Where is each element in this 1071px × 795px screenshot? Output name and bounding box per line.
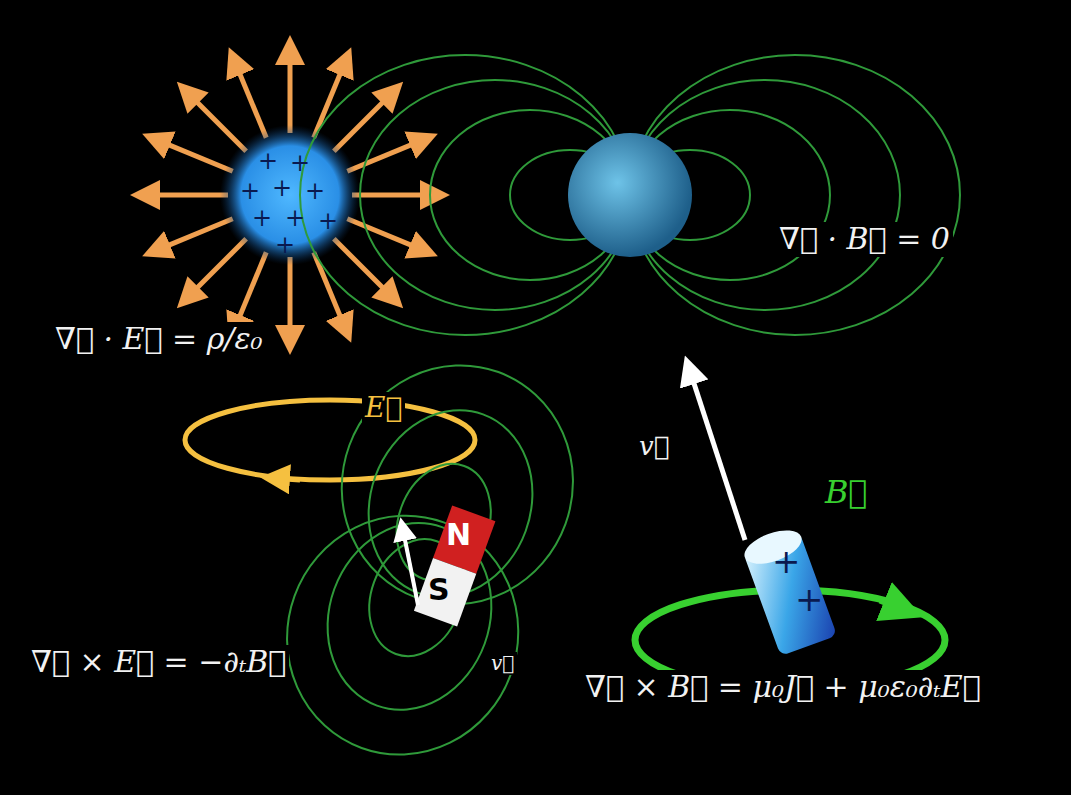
magnet-field-lines <box>254 333 607 788</box>
field-arrow <box>347 138 428 172</box>
charge-blob <box>220 125 360 265</box>
magnet-velocity-arrow <box>402 525 418 605</box>
field-arrow <box>347 219 428 253</box>
velocity-label: v⃗ <box>636 432 672 462</box>
charge-sign: + <box>795 580 824 619</box>
field-arrow <box>288 45 293 133</box>
charge-sign: + <box>240 178 260 206</box>
charge-sign: + <box>305 178 325 206</box>
charge-sign: + <box>290 150 310 178</box>
magnetic-loop-arrow <box>880 600 910 612</box>
field-arrow <box>184 89 246 151</box>
earth-sphere <box>568 133 692 257</box>
field-arrow <box>352 193 440 198</box>
electric-loop <box>185 400 475 480</box>
field-arrow <box>151 219 232 253</box>
electric-loop-arrow <box>270 478 300 480</box>
pole-label: N <box>446 518 471 553</box>
equation: ∇⃗ × B⃗ = μ₀J⃗ + μ₀ε₀∂ₜE⃗ <box>582 670 984 705</box>
equation: ∇⃗ × E⃗ = −∂ₜB⃗ <box>28 645 289 680</box>
velocity-label: v⃗ <box>488 652 517 675</box>
charge-sign: + <box>275 232 295 260</box>
moving-charge-cylinder <box>740 524 837 656</box>
charge-sign: + <box>772 542 801 581</box>
charge-sign: + <box>285 205 305 233</box>
field-arrow <box>140 193 228 198</box>
charge-velocity-arrow <box>688 365 745 540</box>
field-label: B⃗ <box>822 474 871 511</box>
field-arrow <box>151 138 232 172</box>
field-label: E⃗ <box>362 392 405 424</box>
field-arrow <box>334 89 396 151</box>
field-arrow <box>288 257 293 345</box>
field-arrow <box>233 56 267 137</box>
field-arrow <box>184 239 246 301</box>
charge-sign: + <box>252 205 272 233</box>
charge-sign: + <box>258 148 278 176</box>
earth-field-lines <box>300 55 960 335</box>
field-arrow <box>314 56 348 137</box>
field-arrow <box>314 252 348 333</box>
equation: ∇⃗ · B⃗ = 0 <box>776 222 953 257</box>
pole-label: S <box>428 573 450 608</box>
electric-field-arrows <box>140 45 440 345</box>
charge-sign: + <box>272 175 292 203</box>
field-arrow <box>334 239 396 301</box>
charge-sign: + <box>318 208 338 236</box>
equation: ∇⃗ · E⃗ = ρ/ε₀ <box>52 322 266 357</box>
bar-magnet <box>414 505 496 626</box>
